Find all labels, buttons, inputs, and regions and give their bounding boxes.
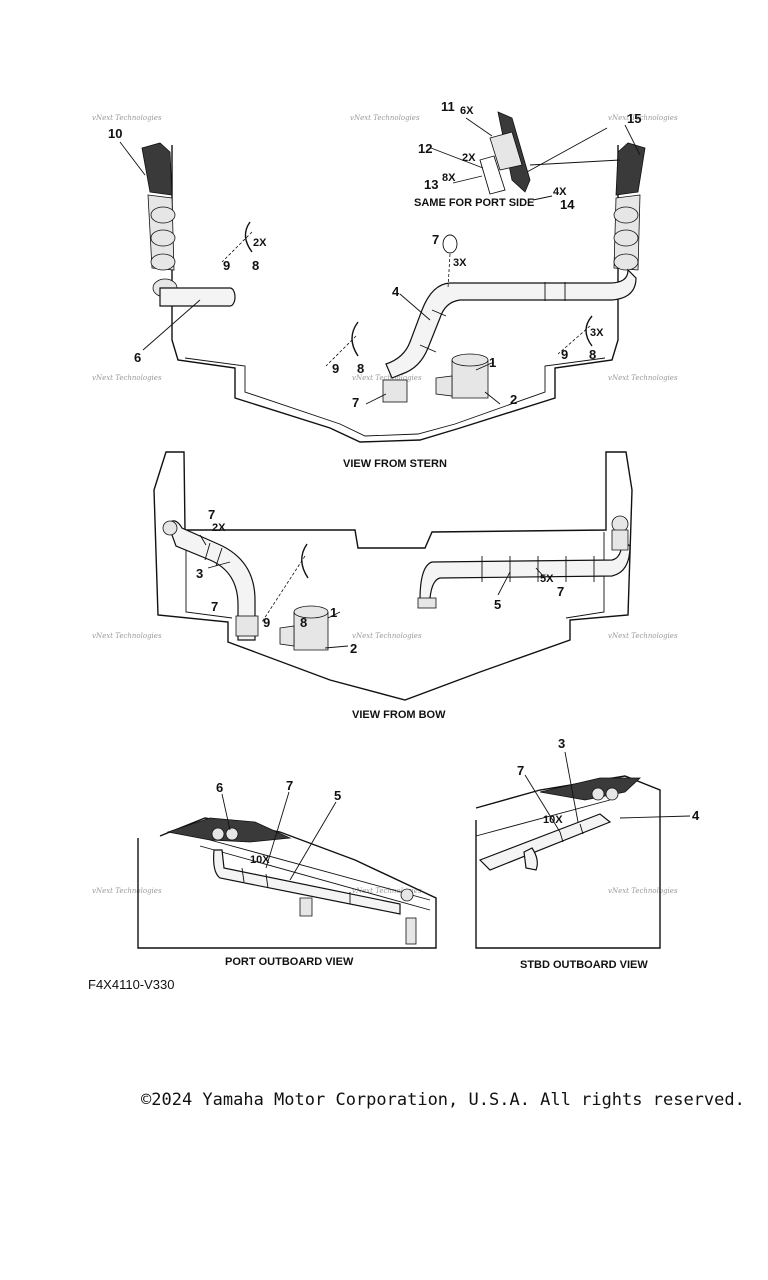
callout-7: 7 bbox=[211, 599, 218, 614]
callout-8: 8 bbox=[252, 258, 259, 273]
part-1-canister bbox=[435, 353, 489, 399]
callout-12: 12 bbox=[418, 141, 432, 156]
part-6-pipe bbox=[159, 287, 236, 307]
watermark: vNext Technologies bbox=[608, 887, 678, 895]
watermarks: vNext Technologies vNext Technologies vN… bbox=[92, 114, 678, 895]
bow-view: 7 2X 3 7 9 8 1 2 5 5X 7 VIEW FROM BOW bbox=[153, 451, 633, 721]
port-outboard-view: 6 7 5 10X PORT OUTBOARD VIEW bbox=[137, 778, 437, 968]
callout-13: 13 bbox=[424, 177, 438, 192]
callout-7: 7 bbox=[432, 232, 439, 247]
part-5-pipe bbox=[419, 538, 631, 601]
watermark: vNext Technologies bbox=[608, 114, 678, 122]
qty-6x: 6X bbox=[460, 105, 474, 117]
part-7-clamp bbox=[442, 234, 458, 254]
callout-2: 2 bbox=[510, 392, 517, 407]
part-3-pipe bbox=[167, 520, 256, 641]
vent-cover-inset bbox=[430, 111, 553, 201]
callout-14: 14 bbox=[560, 197, 575, 212]
callout-9: 9 bbox=[223, 258, 230, 273]
inset-caption: SAME FOR PORT SIDE bbox=[414, 197, 534, 209]
qty-10x: 10X bbox=[250, 854, 270, 866]
watermark: vNext Technologies bbox=[92, 887, 162, 895]
watermark: vNext Technologies bbox=[352, 887, 422, 895]
watermark: vNext Technologies bbox=[352, 632, 422, 640]
qty-2x: 2X bbox=[253, 237, 267, 249]
qty-4x: 4X bbox=[553, 186, 567, 198]
callout-9: 9 bbox=[263, 615, 270, 630]
callout-3: 3 bbox=[558, 736, 565, 751]
callout-8: 8 bbox=[589, 347, 596, 362]
callout-5: 5 bbox=[334, 788, 341, 803]
qty-5x: 5X bbox=[540, 573, 554, 585]
stern-brackets bbox=[221, 221, 593, 367]
stbd-outboard-view: 3 7 4 10X STBD OUTBOARD VIEW bbox=[475, 736, 700, 971]
figure-code: F4X4110-V330 bbox=[88, 977, 175, 992]
callout-9: 9 bbox=[332, 361, 339, 376]
view-title-bow: VIEW FROM BOW bbox=[352, 709, 446, 721]
view-title-port: PORT OUTBOARD VIEW bbox=[225, 956, 354, 968]
watermark: vNext Technologies bbox=[608, 374, 678, 382]
callout-3: 3 bbox=[196, 566, 203, 581]
callout-7: 7 bbox=[286, 778, 293, 793]
stern-hull-outline bbox=[171, 145, 619, 443]
watermark: vNext Technologies bbox=[350, 114, 420, 122]
callout-4: 4 bbox=[392, 284, 400, 299]
callout-11: 11 bbox=[441, 99, 455, 114]
watermark: vNext Technologies bbox=[92, 374, 162, 382]
stern-leader-lines bbox=[119, 124, 641, 405]
callout-10: 10 bbox=[108, 126, 122, 141]
qty-2x: 2X bbox=[462, 152, 476, 164]
callout-2: 2 bbox=[350, 641, 357, 656]
view-title-stbd: STBD OUTBOARD VIEW bbox=[520, 959, 648, 971]
callout-15: 15 bbox=[627, 111, 641, 126]
watermark: vNext Technologies bbox=[352, 374, 422, 382]
part-4-hose bbox=[385, 268, 637, 379]
callout-5: 5 bbox=[494, 597, 501, 612]
callout-8: 8 bbox=[300, 615, 307, 630]
callout-7: 7 bbox=[517, 763, 524, 778]
part-1-canister-bow bbox=[279, 605, 329, 651]
watermark: vNext Technologies bbox=[92, 632, 162, 640]
qty-3x: 3X bbox=[590, 327, 604, 339]
callout-1: 1 bbox=[330, 605, 337, 620]
qty-8x: 8X bbox=[442, 172, 456, 184]
callout-4: 4 bbox=[692, 808, 700, 823]
copyright-notice: ©2024 Yamaha Motor Corporation, U.S.A. A… bbox=[141, 1090, 745, 1110]
bow-hose-fitting bbox=[235, 615, 259, 637]
view-title-stern: VIEW FROM STERN bbox=[343, 458, 447, 470]
stern-hose-fitting bbox=[382, 379, 408, 403]
qty-2x: 2X bbox=[212, 522, 226, 534]
qty-10x: 10X bbox=[543, 814, 563, 826]
callout-9: 9 bbox=[561, 347, 568, 362]
callout-8: 8 bbox=[357, 361, 364, 376]
callout-6: 6 bbox=[216, 780, 223, 795]
stbd-vent-column bbox=[613, 142, 646, 271]
watermark: vNext Technologies bbox=[92, 114, 162, 122]
watermark: vNext Technologies bbox=[608, 632, 678, 640]
callout-6: 6 bbox=[134, 350, 141, 365]
port-vent-column bbox=[141, 142, 178, 298]
callout-7: 7 bbox=[352, 395, 359, 410]
callout-7: 7 bbox=[208, 507, 215, 522]
qty-3x: 3X bbox=[453, 257, 467, 269]
stern-hull-inner bbox=[184, 357, 606, 437]
callout-7: 7 bbox=[557, 584, 564, 599]
stern-view: 10 6 2X 9 8 7 3X 4 9 8 7 1 2 3X 9 8 11 6… bbox=[108, 99, 646, 470]
callout-1: 1 bbox=[489, 355, 496, 370]
